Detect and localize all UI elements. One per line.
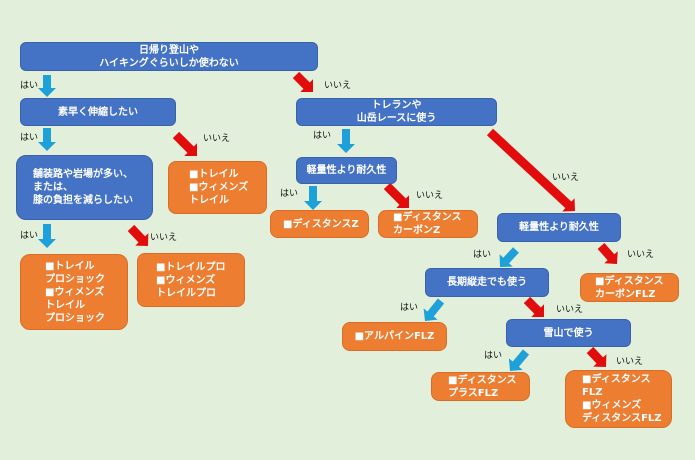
text: トレイル (45, 299, 85, 311)
question-trail-race: トレランや山岳レースに使う (296, 98, 497, 126)
result-trail-pro: ■トレイルプロ■ウィメンズトレイルプロ (137, 253, 245, 307)
yes-label: はい (313, 131, 332, 141)
no-label: いいえ (556, 305, 584, 315)
result-distance-carbon-z: ■ディスタンスカーボンZ (378, 210, 478, 238)
no-label: いいえ (203, 134, 231, 144)
text: ■ウィメンズ (45, 286, 105, 298)
text: プラスFLZ (448, 387, 499, 399)
text: ■トレイル (45, 260, 95, 272)
yes-label: はい (20, 133, 39, 143)
text: 軽量性より耐久性 (519, 222, 599, 233)
yes-label: はい (484, 351, 503, 361)
text: 軽量性より耐久性 (306, 165, 387, 176)
result-distance-z: ■ディスタンスZ (270, 210, 369, 238)
question-paved-rocky: 舗装路や岩場が多い、または、膝の負担を減らしたい (16, 155, 153, 220)
yes-arrow-icon (337, 129, 355, 153)
text: ハイキングぐらいしか使わない (99, 57, 239, 69)
text: 長期縦走でも使う (447, 277, 527, 288)
yes-arrow-icon (508, 349, 530, 371)
text: 舗装路や岩場が多い、 (33, 169, 133, 180)
text: 日帰り登山や (139, 44, 199, 56)
no-arrow-icon (523, 296, 544, 317)
result-alpine-flz: ■アルパインFLZ (342, 322, 447, 351)
text: または、 (33, 182, 73, 193)
text: ■ディスタンスZ (283, 218, 359, 230)
text: 膝の負担を減らしたい (33, 195, 133, 206)
text: ■ウィメンズ (582, 400, 642, 411)
question-snow-mountain: 雪山で使う (506, 319, 631, 347)
no-label: いいえ (627, 250, 655, 260)
text: 素早く伸縮したい (58, 106, 138, 118)
yes-label: はい (280, 189, 299, 199)
question-quick-adjust: 素早く伸縮したい (20, 98, 176, 126)
text: カーボンFLZ (595, 288, 656, 300)
yes-arrow-icon (38, 224, 56, 248)
text: ■ディスタンス (595, 275, 664, 287)
yes-arrow-icon (499, 247, 519, 267)
no-label: いいえ (416, 191, 444, 201)
no-label: いいえ (150, 233, 178, 243)
text: ■アルパインFLZ (354, 331, 435, 342)
result-trail: ■トレイル ■ウィメンズトレイル (168, 161, 267, 214)
text: ■トレイルプロ (156, 261, 226, 273)
text: プロショック (45, 273, 105, 285)
yes-label: はい (20, 81, 39, 91)
no-arrow-icon (292, 71, 313, 92)
text: トレイルプロ (156, 287, 216, 299)
result-trail-pro-shock: ■トレイルプロショック■ウィメンズトレイルプロショック (20, 254, 128, 330)
result-distance-carbon-flz: ■ディスタンスカーボンFLZ (580, 273, 679, 302)
text: 雪山で使う (543, 327, 594, 339)
text: ■ディスタンス (582, 374, 651, 385)
text: ■ウィメンズ (156, 274, 216, 286)
yes-label: はい (473, 250, 492, 260)
yes-arrow-icon (304, 186, 322, 210)
yes-label: はい (20, 231, 39, 241)
text: FLZ (582, 387, 603, 398)
text: ディスタンスFLZ (582, 413, 662, 424)
no-label: いいえ (552, 173, 580, 183)
text: ■ディスタンス (393, 212, 462, 223)
result-distance-flz: ■ディスタンス FLZ ■ウィメンズディスタンスFLZ (565, 370, 672, 428)
no-arrow-icon (597, 243, 618, 264)
question-durability-2: 軽量性より耐久性 (497, 213, 621, 242)
yes-arrow-icon (423, 298, 445, 321)
text: カーボンZ (393, 225, 441, 236)
text: トレイル (189, 195, 229, 206)
no-arrow-icon (127, 224, 149, 246)
no-arrow-icon (586, 346, 607, 367)
result-distance-plus-flz: ■ディスタンスプラスFLZ (431, 372, 530, 401)
yes-arrow-icon (38, 128, 56, 151)
question-durability-1: 軽量性より耐久性 (296, 157, 397, 184)
no-label: いいえ (616, 357, 644, 367)
question-long-traverse: 長期縦走でも使う (425, 268, 549, 297)
no-arrow-icon (172, 131, 197, 156)
no-arrow-icon (486, 128, 575, 212)
text: ■ウィメンズ (189, 182, 249, 193)
text: 山岳レースに使う (356, 113, 437, 124)
text: ■トレイル (189, 169, 239, 180)
no-arrow-icon (383, 182, 409, 208)
text: ■ディスタンス (448, 374, 517, 386)
yes-arrow-icon (38, 75, 56, 97)
text: プロショック (45, 312, 105, 324)
yes-label: はい (400, 303, 419, 313)
question-day-hike: 日帰り登山やハイキングぐらいしか使わない (20, 42, 318, 71)
no-label: いいえ (324, 81, 352, 91)
text: トレランや (371, 100, 422, 111)
